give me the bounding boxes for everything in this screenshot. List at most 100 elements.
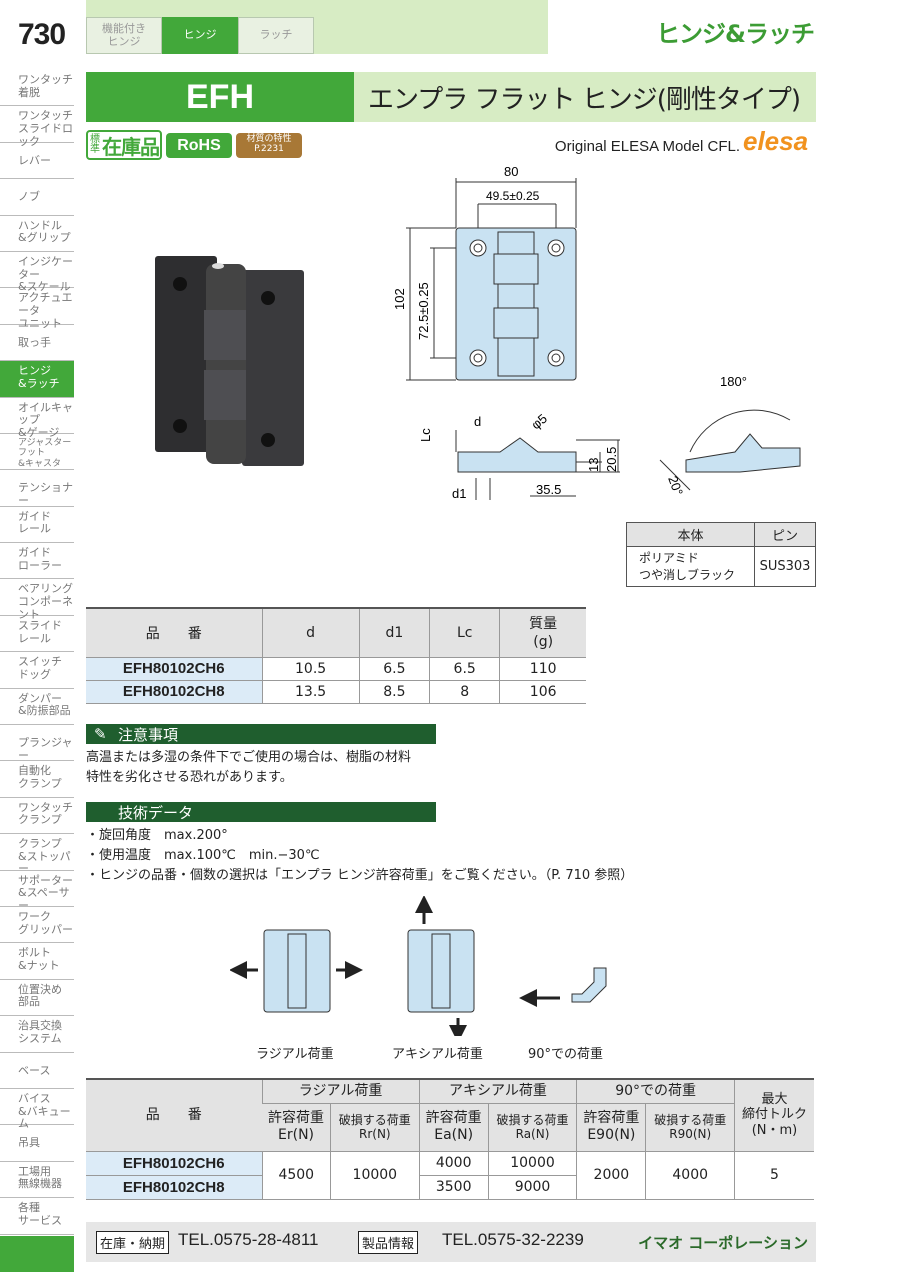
sidebar-item[interactable]: レバー: [0, 143, 74, 180]
tab-hinge[interactable]: ヒンジ: [162, 17, 238, 54]
footer-tel2[interactable]: TEL.0575-32-2239: [442, 1230, 584, 1249]
footer-tel1[interactable]: TEL.0575-28-4811: [178, 1230, 319, 1249]
sidebar-item[interactable]: 各種 サービス: [0, 1198, 74, 1235]
dim-height: 102: [392, 288, 407, 310]
load-torque: 5: [734, 1151, 814, 1200]
sidebar-item[interactable]: オイルキャップ &ゲージ: [0, 398, 74, 439]
spec-header-d: d: [261, 607, 360, 658]
sidebar-item[interactable]: バイス &バキューム: [0, 1089, 74, 1130]
caution-text: 高温または多湿の条件下でご使用の場合は、樹脂の材料 特性を劣化させる恐れがありま…: [86, 750, 412, 785]
load-e90: 2000: [576, 1151, 646, 1200]
angle-20: 20°: [665, 474, 686, 498]
caution-heading: ✎ 注意事項: [86, 724, 436, 744]
sidebar-item[interactable]: ハンドル &グリップ: [0, 216, 74, 252]
tech-line: ・旋回角度 max.200°: [86, 828, 228, 843]
sidebar-item[interactable]: スライド レール: [0, 616, 74, 653]
spec-pn: EFH80102CH8: [86, 680, 262, 704]
sidebar-item[interactable]: 工場用 無線機器: [0, 1162, 74, 1199]
hinge-photo: [155, 256, 304, 466]
sidebar-item[interactable]: テンショナー: [0, 470, 74, 507]
tech-line: ・使用温度 max.100℃ min.−30℃: [86, 848, 320, 863]
load-ea: 4000: [418, 1151, 489, 1176]
load-ra: 10000: [487, 1151, 577, 1176]
load-er: 4500: [261, 1151, 331, 1200]
sidebar-item[interactable]: スイッチ ドッグ: [0, 652, 74, 689]
load-pn: EFH80102CH6: [86, 1151, 262, 1176]
dim-h1: 13: [586, 458, 601, 472]
spec-mass: 106: [499, 680, 586, 704]
sidebar-item[interactable]: アジャスター フット &キャスタ: [0, 434, 74, 471]
sidebar-item[interactable]: ヒンジ &ラッチ: [0, 361, 74, 398]
radial-load-diagram: [230, 929, 363, 1013]
sidebar-item[interactable]: ダンパー &防振部品: [0, 689, 74, 726]
spec-header-d1: d1: [358, 607, 430, 658]
sidebar-item[interactable]: ボルト &ナット: [0, 943, 74, 980]
spec-d: 13.5: [261, 680, 360, 704]
sidebar-item[interactable]: ワンタッチ スライドロック: [0, 106, 74, 148]
pencil-icon: ✎: [94, 725, 107, 743]
load-header-90: 90°での荷重: [576, 1078, 735, 1104]
footer: 在庫・納期 TEL.0575-28-4811 製品情報 TEL.0575-32-…: [86, 1222, 816, 1262]
material-note-badge[interactable]: 材質の特性 P.2231: [236, 133, 302, 158]
footer-info-label: 製品情報: [358, 1231, 419, 1254]
category-title: ヒンジ&ラッチ: [656, 20, 815, 48]
sidebar-item[interactable]: 取っ手: [0, 325, 74, 362]
load-header-pn: 品 番: [86, 1078, 262, 1152]
dim-pitch-x: 49.5±0.25: [486, 189, 540, 203]
load-sub-rr: 破損する荷重 Rr(N): [330, 1103, 420, 1152]
sidebar-item[interactable]: ガイド レール: [0, 507, 74, 544]
sidebar-item[interactable]: クランプ &ストッパー: [0, 834, 74, 875]
load-sub-r90: 破損する荷重 R90(N): [645, 1103, 735, 1152]
sidebar-item[interactable]: ワンタッチ 着脱: [0, 70, 74, 107]
sidebar-item[interactable]: ワーク グリッパー: [0, 907, 74, 944]
sidebar-item[interactable]: ベース: [0, 1053, 74, 1089]
stock-badge: 標準在庫品: [86, 130, 162, 160]
sidebar-item[interactable]: 自動化 クランプ: [0, 761, 74, 798]
spec-d: 10.5: [261, 657, 360, 681]
load-ea: 3500: [418, 1175, 489, 1200]
load-header-torque: 最大 締付トルク (N・m): [734, 1078, 814, 1152]
rohs-badge: RoHS: [166, 133, 232, 158]
spec-d1: 8.5: [358, 680, 430, 704]
top-tab-band: 機能付き ヒンジ ヒンジ ラッチ: [86, 0, 548, 54]
sidebar-item[interactable]: ベアリング コンポーネント: [0, 579, 74, 621]
spec-table: 品 番 d d1 Lc 質量 (g) EFH80102CH6 10.5 6.5 …: [86, 607, 586, 704]
tab-latch[interactable]: ラッチ: [238, 17, 314, 54]
elesa-logo: elesa: [743, 126, 809, 156]
technical-drawing: 80 49.5±0.25 102 72.5±0.25 Lc d φ5 13 20…: [392, 164, 801, 501]
sidebar-item[interactable]: 治具交換 システム: [0, 1016, 74, 1053]
sidebar-item[interactable]: インジケーター &スケール: [0, 252, 74, 293]
dim-d1: d1: [452, 486, 466, 501]
material-body: ポリアミド つや消しブラック: [625, 546, 756, 587]
table-row: EFH80102CH6 10.5 6.5 6.5 110: [86, 657, 586, 681]
load-header-radial: ラジアル荷重: [261, 1078, 420, 1104]
dim-dist: 35.5: [536, 482, 561, 497]
material-header-pin: ピン: [754, 522, 816, 547]
stock-badge-small: 標準: [90, 134, 100, 155]
sidebar-item[interactable]: サポーター &スペーサー: [0, 871, 74, 912]
sidebar-item[interactable]: 位置決め 部品: [0, 980, 74, 1017]
spec-header-lc: Lc: [429, 607, 500, 658]
dim-d: d: [474, 414, 481, 429]
caution-title: 注意事項: [118, 725, 179, 744]
load-sub-er: 許容荷重 Er(N): [262, 1103, 331, 1152]
tab-functional-hinge[interactable]: 機能付き ヒンジ: [86, 17, 162, 54]
page-number: 730: [18, 18, 66, 51]
load-sub-e90: 許容荷重 E90(N): [576, 1103, 646, 1152]
load-sub-ea: 許容荷重 Ea(N): [418, 1103, 489, 1152]
spec-lc: 8: [429, 680, 500, 704]
load-header-axial: アキシアル荷重: [418, 1078, 577, 1104]
load-diagrams: [230, 896, 607, 1036]
dim-h2: 20.5: [604, 447, 619, 472]
spec-d1: 6.5: [358, 657, 430, 681]
sidebar-item[interactable]: ワンタッチ クランプ: [0, 798, 74, 835]
angle-180: 180°: [720, 374, 747, 389]
sidebar-item[interactable]: ノブ: [0, 179, 74, 216]
sidebar-item[interactable]: アクチュエータ ユニット: [0, 288, 74, 330]
sidebar-item[interactable]: プランジャー: [0, 725, 74, 762]
load-r90: 4000: [645, 1151, 735, 1200]
load-ra: 9000: [487, 1175, 577, 1200]
sidebar-item[interactable]: 吊具: [0, 1125, 74, 1162]
sidebar-item[interactable]: ガイド ローラー: [0, 543, 74, 580]
